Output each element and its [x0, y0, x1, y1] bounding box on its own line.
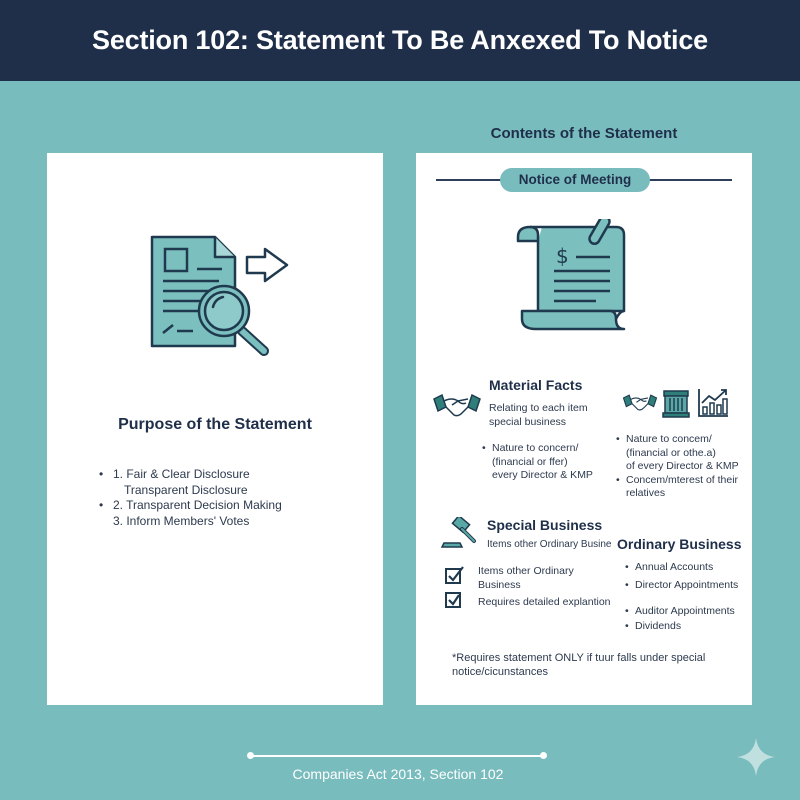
page-header: Section 102: Statement To Be Anxexed To …: [0, 0, 800, 81]
scroll-dollar-paperclip-icon: $: [514, 219, 634, 337]
material-facts-title: Material Facts: [489, 377, 583, 393]
contents-heading: Contents of the Statement: [490, 125, 678, 142]
handshake-icon: [432, 393, 482, 419]
purpose-item: 3. Inform Members' Votes: [113, 513, 250, 528]
footer-divider: [250, 755, 543, 757]
list-item: Annual Accounts: [625, 558, 738, 576]
list-item-cont: of every Director & KMP: [626, 460, 739, 472]
list-item-cont: every Director & KMP: [492, 469, 593, 481]
purpose-title: Purpose of the Statement: [118, 416, 312, 433]
purpose-item: Transparent Disclosure: [124, 482, 248, 497]
document-magnifier-arrow-icon: [147, 233, 297, 363]
purpose-list: •1. Fair & Clear Disclosure Transparent …: [99, 467, 282, 529]
footer-citation: Companies Act 2013, Section 102: [292, 766, 504, 782]
special-check-item: Items other Ordinary Business: [478, 565, 574, 591]
growth-chart-icon: [696, 387, 730, 419]
gavel-icon: [440, 517, 480, 549]
checkbox-checked-icon: [445, 566, 465, 584]
list-item: Nature to concem/: [616, 433, 739, 447]
ordinary-business-list: Annual Accounts Director Appointments Au…: [625, 558, 738, 635]
material-facts-right-list: Nature to concem/ (financial or othe.a) …: [616, 433, 739, 501]
list-item: Auditor Appointments: [625, 602, 738, 620]
contents-card: Notice of Meeting $ Material Facts Relat…: [416, 153, 752, 705]
list-item: Dividends: [625, 617, 738, 635]
list-item: Concem/mterest of their: [616, 474, 739, 488]
page-title: Section 102: Statement To Be Anxexed To …: [92, 25, 708, 55]
footer-dot-left: [247, 752, 254, 759]
special-business-subtitle: Items other Ordinary Busine: [487, 539, 612, 550]
sparkle-icon: [737, 738, 775, 776]
special-business-title: Special Business: [487, 517, 603, 533]
footer-dot-right: [540, 752, 547, 759]
footnote: *Requires statement ONLY if tuur falls u…: [452, 652, 706, 678]
handshake-icon: [622, 391, 658, 415]
list-item: Director Appointments: [625, 576, 738, 594]
svg-text:$: $: [556, 244, 569, 268]
list-item-cont: relatives: [626, 487, 666, 499]
purpose-item: •2. Transparent Decision Making: [99, 498, 282, 512]
notice-of-meeting-pill: Notice of Meeting: [500, 168, 650, 192]
purpose-item: •1. Fair & Clear Disclosure: [99, 467, 250, 481]
purpose-card: Purpose of the Statement •1. Fair & Clea…: [47, 153, 383, 705]
material-facts-subtitle: Relating to each item special business: [489, 402, 588, 428]
list-item-cont: (financial or ffer): [492, 455, 568, 468]
checkbox-checked-icon: [445, 590, 465, 608]
special-check-item: Requires detailed explantion: [478, 596, 611, 608]
list-item: Nature to concern/: [482, 442, 593, 456]
list-item-cont: (financial or othe.a): [626, 446, 716, 459]
bank-building-icon: [662, 389, 690, 419]
material-facts-left-list: Nature to concern/ (financial or ffer) e…: [482, 442, 593, 483]
ordinary-business-title: Ordinary Business: [617, 536, 742, 552]
